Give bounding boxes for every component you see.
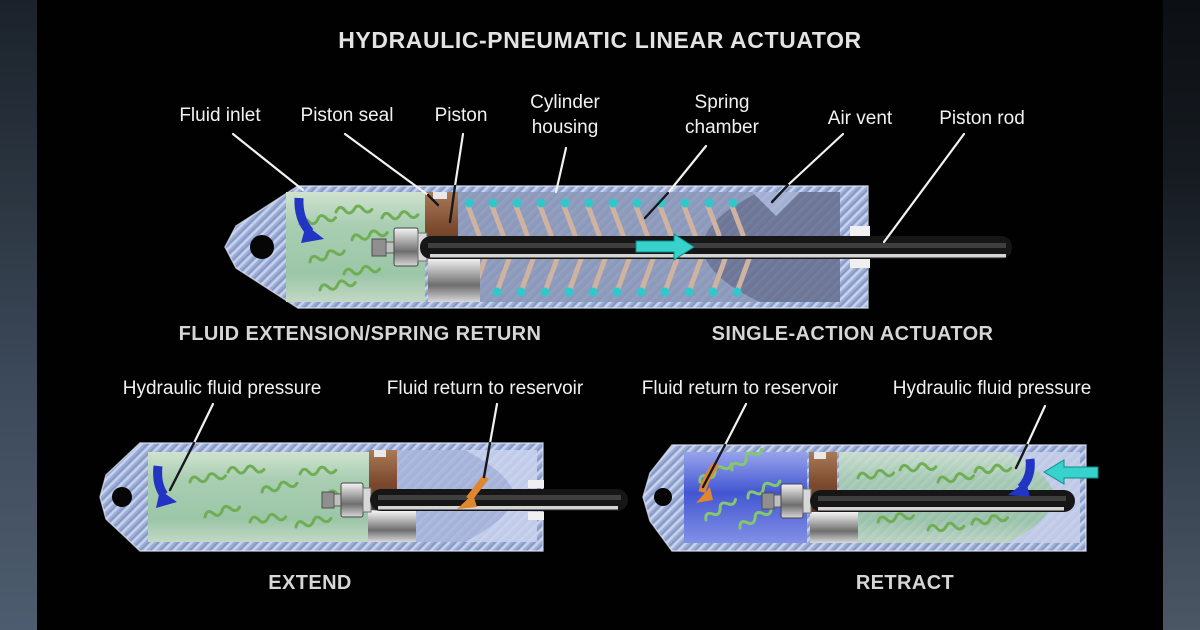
mount-hole: [112, 487, 132, 507]
extend-actuator-drawing: [99, 442, 628, 552]
return-flow-arrow: [457, 474, 489, 509]
rod-exit-tab-bottom: [528, 512, 544, 520]
mount-hole: [654, 488, 672, 506]
retract-pressure-leader: [1025, 404, 1047, 447]
label-retract-return: Fluid return to reservoir: [641, 378, 839, 399]
retract-return-leader: [723, 402, 748, 447]
piston-rod: [420, 236, 1012, 259]
air-vent-leader-tip: [770, 183, 790, 204]
extend-return-leader-tip: [482, 441, 492, 479]
retract-actuator-drawing: [642, 444, 1099, 552]
right-edge-gradient: [1163, 0, 1200, 630]
rod-exit-tab-top: [850, 226, 870, 236]
piston-leader-tip: [448, 184, 457, 224]
left-edge-gradient: [0, 0, 37, 630]
label-cylinder-housing: Cylinder housing: [530, 92, 600, 138]
piston-rod-leader: [882, 132, 966, 244]
label-retract-pressure: Hydraulic fluid pressure: [892, 378, 1092, 399]
piston-guide: [810, 512, 858, 543]
extend-pressure-leader-tip: [168, 441, 196, 492]
leader-lines: [168, 132, 1047, 492]
inlet-flow-arrow: [153, 465, 177, 508]
rod-exit-tab-top: [528, 480, 544, 488]
fluid-inlet-leader: [231, 132, 305, 192]
inlet-flow-arrow: [294, 197, 324, 243]
rod-exit-tab-bottom: [850, 259, 870, 268]
piston-seal-leader: [343, 132, 430, 197]
caption-retract: RETRACT: [855, 572, 955, 594]
caption-extend: EXTEND: [268, 572, 352, 594]
air-vent-leader: [786, 132, 845, 187]
mount-hole: [250, 235, 274, 259]
piston-top-tab: [374, 450, 386, 457]
piston-guide: [368, 511, 416, 542]
label-spring-chamber: Spring chamber: [685, 92, 759, 138]
extend-return-leader: [488, 402, 499, 445]
piston-rod-retracted: [810, 490, 1075, 512]
caption-single-action: SINGLE-ACTION ACTUATOR: [711, 323, 994, 345]
single-action-actuator-drawing: [224, 185, 1012, 309]
label-piston: Piston: [434, 105, 488, 126]
label-air-vent: Air vent: [827, 108, 893, 129]
retract-flow-arrow: [1043, 459, 1099, 485]
extend-pressure-leader: [192, 402, 215, 445]
piston-rod-extended: [370, 489, 628, 511]
spring-chamber-leader: [666, 144, 708, 195]
label-fluid-inlet: Fluid inlet: [179, 105, 261, 126]
cylinder-housing-leader: [554, 146, 568, 194]
label-extend-pressure: Hydraulic fluid pressure: [122, 378, 322, 399]
label-extend-return: Fluid return to reservoir: [386, 378, 584, 399]
piston-guide: [428, 258, 480, 302]
label-piston-rod: Piston rod: [939, 108, 1025, 129]
piston-leader: [453, 132, 465, 188]
retract-pressure-leader-tip: [1014, 443, 1029, 470]
page-title: HYDRAULIC-PNEUMATIC LINEAR ACTUATOR: [338, 27, 862, 53]
pressure-flow-arrow: [1008, 458, 1035, 497]
spring-coils: [464, 198, 752, 297]
rod-nut-assembly: [321, 482, 372, 518]
retract-return-leader-tip: [701, 443, 727, 489]
piston-seal-leader-tip: [426, 193, 440, 207]
spring-chamber-leader-tip: [643, 191, 670, 220]
caption-fluid-extension: FLUID EXTENSION/SPRING RETURN: [178, 323, 542, 345]
flow-arrow-right: [635, 233, 695, 261]
label-piston-seal: Piston seal: [300, 105, 394, 126]
piston-top-tab: [814, 452, 826, 459]
rod-nut-assembly: [761, 483, 812, 519]
piston-top-tab: [433, 192, 447, 199]
